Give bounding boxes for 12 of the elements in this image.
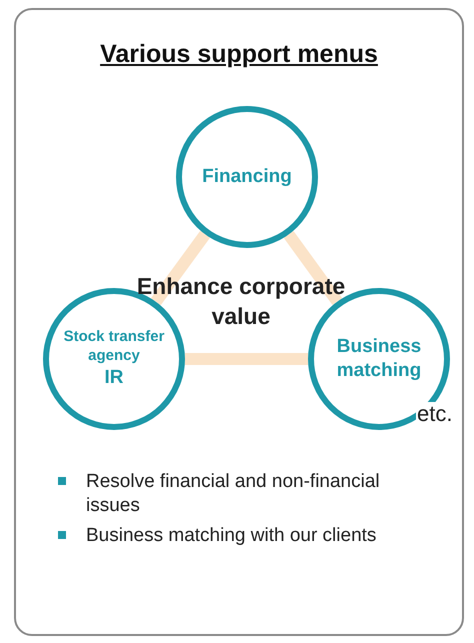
circle-label: IR — [104, 366, 124, 390]
circle-label: Financing — [202, 165, 292, 189]
connector-line — [151, 230, 210, 306]
circle-label: Stock transfer agency — [62, 328, 166, 366]
center-text: Enhance corporate value — [136, 272, 346, 330]
bullet-text: Business matching with our clients — [86, 524, 376, 548]
connector-line — [284, 230, 342, 306]
connector-line — [185, 353, 308, 365]
card-panel — [14, 8, 464, 636]
title: Various support menus — [99, 40, 379, 69]
bullet-text: Resolve financial and non-financial issues — [86, 470, 381, 518]
circle-label: Business matching — [336, 335, 422, 383]
